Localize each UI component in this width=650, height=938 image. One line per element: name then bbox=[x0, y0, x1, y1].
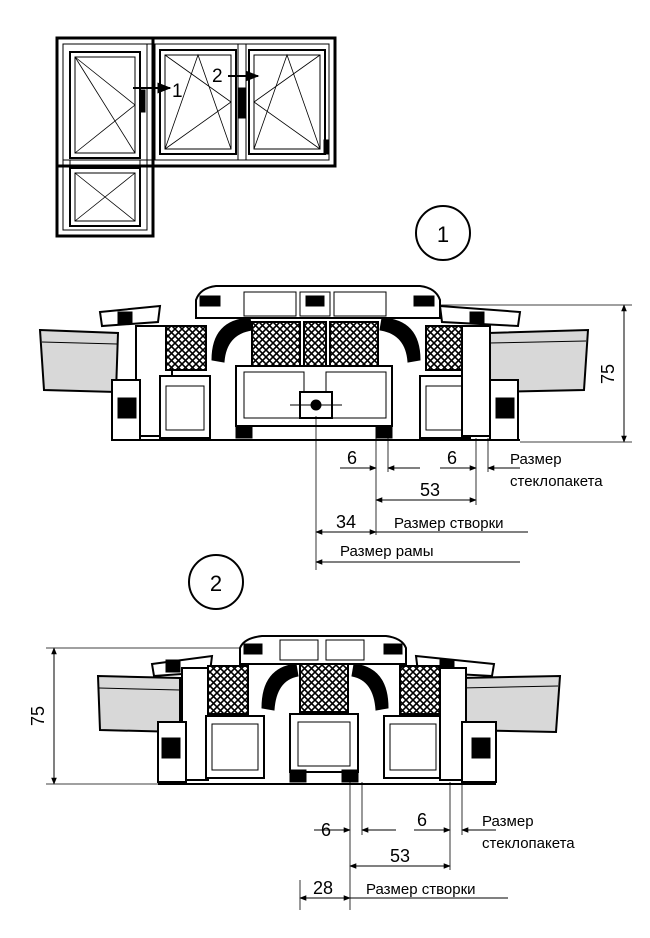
center-handle bbox=[238, 87, 246, 119]
section-2-callout: 2 bbox=[210, 571, 222, 596]
section-2-left-glass-line bbox=[98, 687, 181, 691]
section-1: 1 bbox=[38, 205, 632, 570]
section-2-cap-seal-right bbox=[383, 643, 403, 655]
mullion-1 bbox=[146, 43, 156, 161]
section-2-center-chamber bbox=[297, 721, 351, 767]
section-1-frame-size-label: Размер рамы bbox=[340, 543, 434, 560]
section-1-center-reinforcement-2 bbox=[303, 321, 327, 367]
right-opening-lines bbox=[253, 54, 321, 150]
door-mid-rail bbox=[69, 159, 141, 167]
section-2-left-chamber bbox=[205, 715, 265, 779]
section-2-left-seal bbox=[165, 659, 181, 673]
door-inner-frame bbox=[62, 43, 148, 231]
right-tilt-lines bbox=[253, 53, 321, 150]
section-1-left-seal bbox=[117, 311, 133, 325]
section-marker-1-label: 1 bbox=[172, 81, 183, 102]
section-2-callout-circle bbox=[188, 554, 244, 610]
section-1-callout-circle bbox=[415, 205, 471, 261]
section-2-cap-seal-left bbox=[243, 643, 263, 655]
section-1-left-glass-line bbox=[41, 341, 118, 345]
section-1-left-seal-2 bbox=[117, 397, 137, 419]
section-1-right-seal-2 bbox=[495, 397, 515, 419]
section-2-right-chamber bbox=[383, 715, 443, 779]
section-1-cap-chamber-1 bbox=[243, 291, 297, 317]
section-1-height-dim: 75 bbox=[598, 364, 618, 384]
section-2-right-arc-bead bbox=[351, 663, 389, 711]
door-opening-lines bbox=[74, 56, 136, 154]
section-1-left-chamber bbox=[159, 375, 211, 439]
section-2-right-seal-2 bbox=[471, 737, 491, 759]
section-1-left-reinforcement bbox=[165, 325, 207, 371]
section-2: 2 bbox=[28, 554, 575, 910]
section-1-glass-label-2: стеклопакета bbox=[510, 473, 603, 490]
section-2-gap-right: 6 bbox=[417, 810, 427, 830]
section-2-glass-label-1: Размер bbox=[482, 813, 534, 830]
section-1-dim-34: 34 bbox=[336, 512, 356, 532]
section-2-center-reinforcement bbox=[299, 663, 349, 713]
section-2-cap-chamber-2 bbox=[325, 639, 365, 661]
section-1-glass-label-1: Размер bbox=[510, 451, 562, 468]
section-1-cap-seal bbox=[305, 295, 325, 307]
section-2-left-reinforcement bbox=[207, 665, 249, 715]
section-1-right-sash bbox=[461, 325, 491, 437]
section-2-left-arc-bead bbox=[261, 663, 299, 711]
section-1-right-glass-line bbox=[488, 340, 587, 344]
section-2-sash-size-label: Размер створки bbox=[366, 881, 476, 898]
section-1-left-arc-bead bbox=[211, 317, 253, 363]
section-1-cap-chamber-2 bbox=[299, 291, 331, 317]
section-1-callout: 1 bbox=[437, 222, 449, 247]
section-2-right-reinforcement bbox=[399, 665, 441, 715]
door-opening-diag bbox=[74, 56, 136, 154]
door-lower-diag bbox=[74, 172, 136, 222]
section-2-right-glass-line bbox=[459, 685, 559, 689]
section-2-cap-chamber-1 bbox=[279, 639, 319, 661]
window-elevation: 1 2 bbox=[55, 36, 337, 238]
section-2-gap-left: 6 bbox=[321, 820, 331, 840]
section-1-gap-right: 6 bbox=[447, 448, 457, 468]
section-2-dim-53: 53 bbox=[390, 846, 410, 866]
section-2-right-chamber-inner bbox=[389, 723, 437, 771]
section-2-height-dim: 75 bbox=[28, 706, 48, 726]
right-sash bbox=[248, 49, 326, 155]
section-1-sash-size-label: Размер створки bbox=[394, 515, 504, 532]
section-1-cap-chamber-3 bbox=[333, 291, 387, 317]
section-2-dim-28: 28 bbox=[313, 878, 333, 898]
section-2-bottom-seal-right bbox=[341, 769, 359, 783]
door-lower-glass bbox=[74, 172, 136, 222]
section-1-cap-seal-right bbox=[413, 295, 435, 307]
door-lower-panel bbox=[69, 167, 141, 227]
door-upper-sash bbox=[69, 51, 141, 159]
section-2-bottom-seal-left bbox=[289, 769, 307, 783]
section-2-left-chamber-inner bbox=[211, 723, 259, 771]
middle-sash bbox=[159, 49, 237, 155]
section-1-cap-seal-left bbox=[199, 295, 221, 307]
section-1-gap-left: 6 bbox=[347, 448, 357, 468]
middle-opening-lines bbox=[164, 54, 232, 150]
door-handle bbox=[140, 89, 146, 113]
right-hinge bbox=[323, 139, 329, 155]
section-2-top-cap bbox=[239, 635, 407, 665]
section-2-left-seal-2 bbox=[161, 737, 181, 759]
section-1-left-chamber-inner bbox=[165, 385, 205, 431]
middle-tilt-lines bbox=[164, 53, 232, 150]
section-1-right-seal bbox=[469, 311, 485, 325]
section-1-right-reinforcement bbox=[425, 325, 467, 371]
section-1-bottom-seal-left bbox=[235, 425, 253, 439]
section-1-right-arc-bead bbox=[379, 317, 421, 363]
mullion-2 bbox=[237, 43, 247, 161]
door-outer-frame bbox=[55, 36, 155, 238]
section-1-bottom-seal-right bbox=[375, 425, 393, 439]
section-1-center-reinforcement-3 bbox=[329, 321, 379, 367]
section-1-left-glass bbox=[38, 328, 120, 394]
section-2-center-body bbox=[289, 713, 359, 773]
section-1-dim-53: 53 bbox=[420, 480, 440, 500]
right-glass bbox=[253, 54, 321, 150]
section-marker-2-label: 2 bbox=[212, 66, 223, 87]
section-2-glass-label-2: стеклопакета bbox=[482, 835, 575, 852]
section-1-center-reinforcement-1 bbox=[251, 321, 301, 367]
